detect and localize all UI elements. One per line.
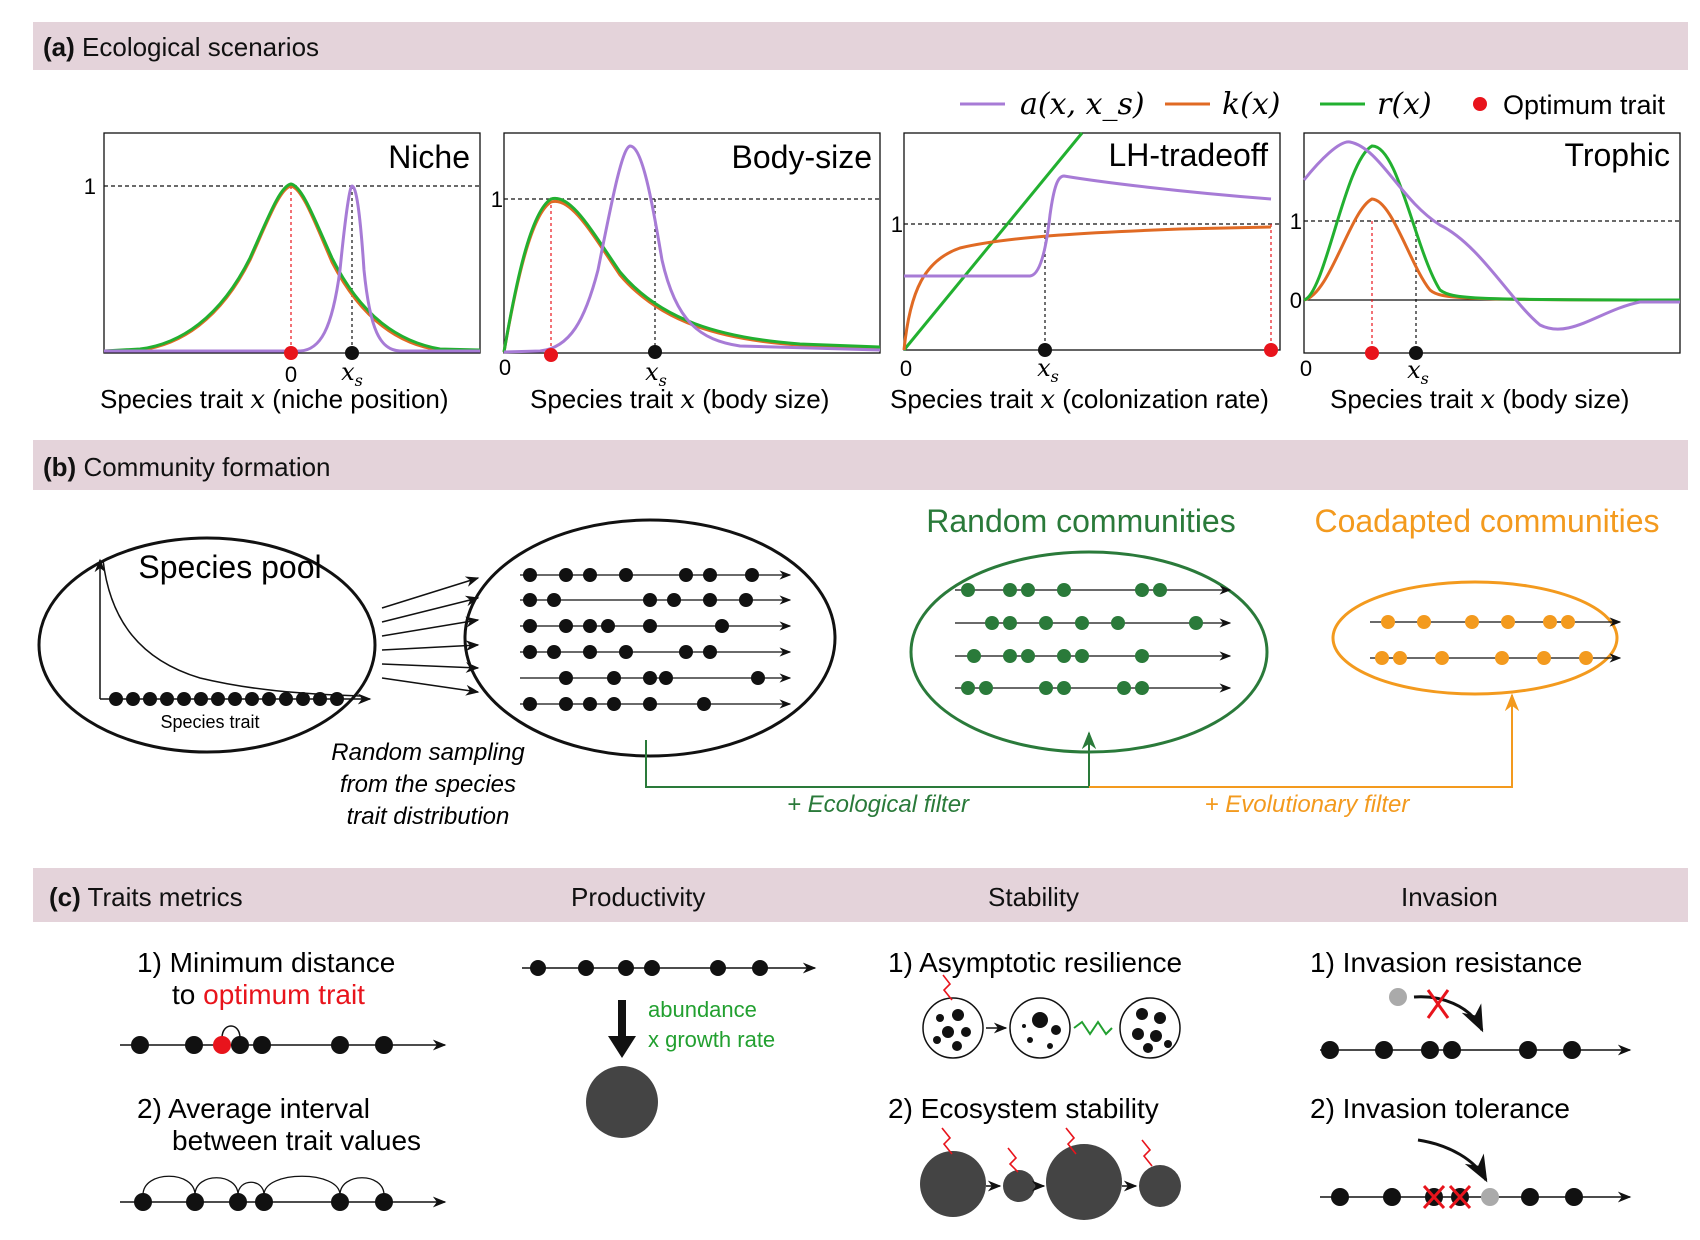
sampling-arrows: [381, 576, 480, 696]
species-trait-label: Species trait: [160, 712, 259, 732]
panel-niche-xlabel: Species trait x (niche position): [100, 384, 449, 415]
section-c-band: (c) Traits metrics Productivity Stabilit…: [33, 868, 1688, 922]
stability-metric-1: 1) Asymptotic resilience: [888, 947, 1182, 978]
ecological-filter-label: + Ecological filter: [787, 791, 970, 818]
traits-metric-1-line1: 1) Minimum distance: [137, 947, 395, 978]
section-a-band: (a) Ecological scenarios: [33, 22, 1688, 70]
legend: a(x, x_s) k(x) r(x) Optimum trait: [960, 87, 1666, 122]
invasion-metric-1: 1) Invasion resistance: [1310, 947, 1582, 978]
panel-lh-frame: [903, 132, 1281, 351]
panel-lh-title: LH-tradeoff: [1109, 137, 1269, 173]
stability-metric-2: 2) Ecosystem stability: [888, 1093, 1159, 1124]
productivity-header: Productivity: [571, 882, 706, 912]
species-pool-dots: [109, 692, 344, 706]
legend-a-label: a(x, x_s): [1020, 87, 1145, 122]
panel-lh-tick-zero: 0: [900, 356, 912, 381]
panel-trophic-xlabel: Species trait x (body size): [1330, 384, 1629, 415]
panel-trophic-xs: xs: [1407, 356, 1429, 388]
legend-optimum-dot: [1473, 97, 1487, 111]
min-distance-diagram: [120, 1025, 447, 1054]
species-pool: Species pool Species trait: [37, 536, 377, 754]
panel-body-size-title: Body-size: [732, 139, 873, 175]
invasion-header: Invasion: [1401, 882, 1498, 912]
coadapted-communities: [1331, 580, 1622, 696]
sampling-text-2: from the species: [340, 771, 516, 798]
legend-k-label: k(x): [1222, 87, 1281, 122]
panel-trophic-frame: [1303, 132, 1681, 354]
stability-header: Stability: [988, 882, 1080, 912]
section-b-title: (b) Community formation: [43, 452, 331, 482]
abundance-label: abundance: [648, 997, 757, 1022]
panel-niche-title: Niche: [388, 139, 470, 175]
filter-connectors: [645, 693, 1520, 788]
panel-lh-xs: xs: [1037, 354, 1059, 386]
species-pool-title: Species pool: [138, 549, 321, 585]
sampled-communities: [463, 518, 837, 758]
section-c-title: (c) Traits metrics: [49, 882, 243, 912]
invasion-metric-2: 2) Invasion tolerance: [1310, 1093, 1570, 1124]
evolutionary-filter-label: + Evolutionary filter: [1205, 791, 1411, 818]
panel-niche-tick-zero: 0: [285, 362, 297, 387]
traits-metric-1-line2: to optimum trait: [172, 979, 365, 1010]
random-communities-title: Random communities: [926, 503, 1235, 539]
traits-metric-2-line2: between trait values: [172, 1125, 421, 1156]
panel-niche-tick-one: 1: [84, 174, 96, 199]
panel-trophic-tick-zero-x: 0: [1300, 356, 1312, 381]
panel-lh-tick-one: 1: [891, 212, 903, 237]
growth-rate-label: x growth rate: [648, 1027, 775, 1052]
legend-optimum-label: Optimum trait: [1503, 90, 1666, 120]
panel-trophic-title: Trophic: [1564, 137, 1670, 173]
panel-niche-xs: xs: [341, 358, 363, 390]
traits-metric-2-line1: 2) Average interval: [137, 1093, 370, 1124]
panel-trophic: Trophic 1 0 0 xs Species trait x (body s…: [1290, 132, 1681, 415]
random-communities: [909, 550, 1269, 754]
section-b-band: (b) Community formation: [33, 440, 1688, 490]
panel-niche: Niche 1 0 xs Species trait x (niche posi…: [84, 132, 481, 415]
productivity-diagram: [522, 960, 817, 1138]
sampling-text-3: trait distribution: [347, 803, 510, 830]
invasion-resistance-diagram: [1320, 988, 1632, 1059]
panel-body-size-xlabel: Species trait x (body size): [530, 384, 829, 415]
coadapted-communities-title: Coadapted communities: [1314, 503, 1659, 539]
section-a-title: (a) Ecological scenarios: [43, 32, 320, 62]
panel-trophic-tick-zero-y: 0: [1290, 288, 1302, 313]
panel-body-size: Body-size 1 0 xs Species trait x (body s…: [491, 132, 881, 415]
species-pool-ellipse: [37, 536, 377, 754]
panel-lh-xlabel: Species trait x (colonization rate): [890, 384, 1269, 415]
average-interval-diagram: [120, 1175, 447, 1211]
ecosystem-stability-diagram: [920, 1127, 1181, 1220]
panel-body-size-tick-one: 1: [491, 187, 503, 212]
panel-body-size-xs: xs: [645, 358, 667, 390]
asymptotic-resilience-diagram: [922, 974, 1181, 1059]
legend-r-label: r(x): [1377, 87, 1432, 122]
panel-body-size-frame: [503, 132, 881, 354]
sampling-text-1: Random sampling: [331, 739, 525, 766]
invasion-tolerance-diagram: [1320, 1138, 1632, 1210]
panel-trophic-tick-one: 1: [1290, 209, 1302, 234]
panel-lh-tradeoff: LH-tradeoff 1 0 xs Species trait x (colo…: [890, 132, 1281, 415]
panel-body-size-tick-zero: 0: [499, 355, 511, 380]
